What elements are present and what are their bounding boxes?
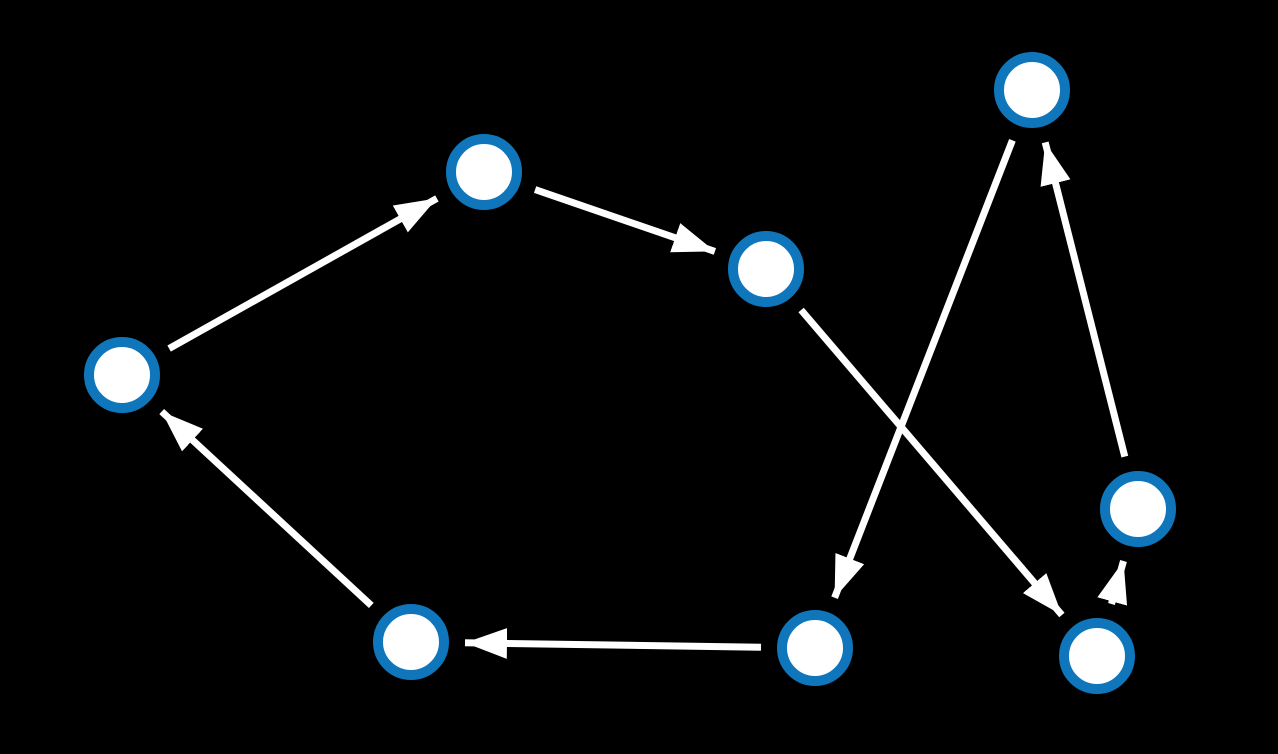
edge-n4-to-n0	[1040, 141, 1129, 458]
graph-node-n1	[446, 134, 522, 210]
edge-n5-to-n3	[159, 409, 374, 608]
edge-n3-to-n1	[167, 195, 439, 352]
graph-node-n7	[1059, 618, 1135, 694]
nodes-layer	[84, 52, 1176, 694]
edge-n1-to-n2	[533, 186, 717, 255]
graph-node-n6	[777, 610, 853, 686]
edges-layer	[159, 139, 1129, 659]
graph-node-n5	[373, 604, 449, 680]
edge-n7-to-n4	[1097, 560, 1128, 606]
graph-node-n2	[728, 231, 804, 307]
graph-node-n0	[994, 52, 1070, 128]
edge-n0-to-n6	[831, 139, 1016, 599]
edge-n6-to-n5	[464, 628, 762, 659]
graph-node-n3	[84, 337, 160, 413]
graph-node-n4	[1100, 471, 1176, 547]
edge-n2-to-n7	[798, 307, 1065, 618]
